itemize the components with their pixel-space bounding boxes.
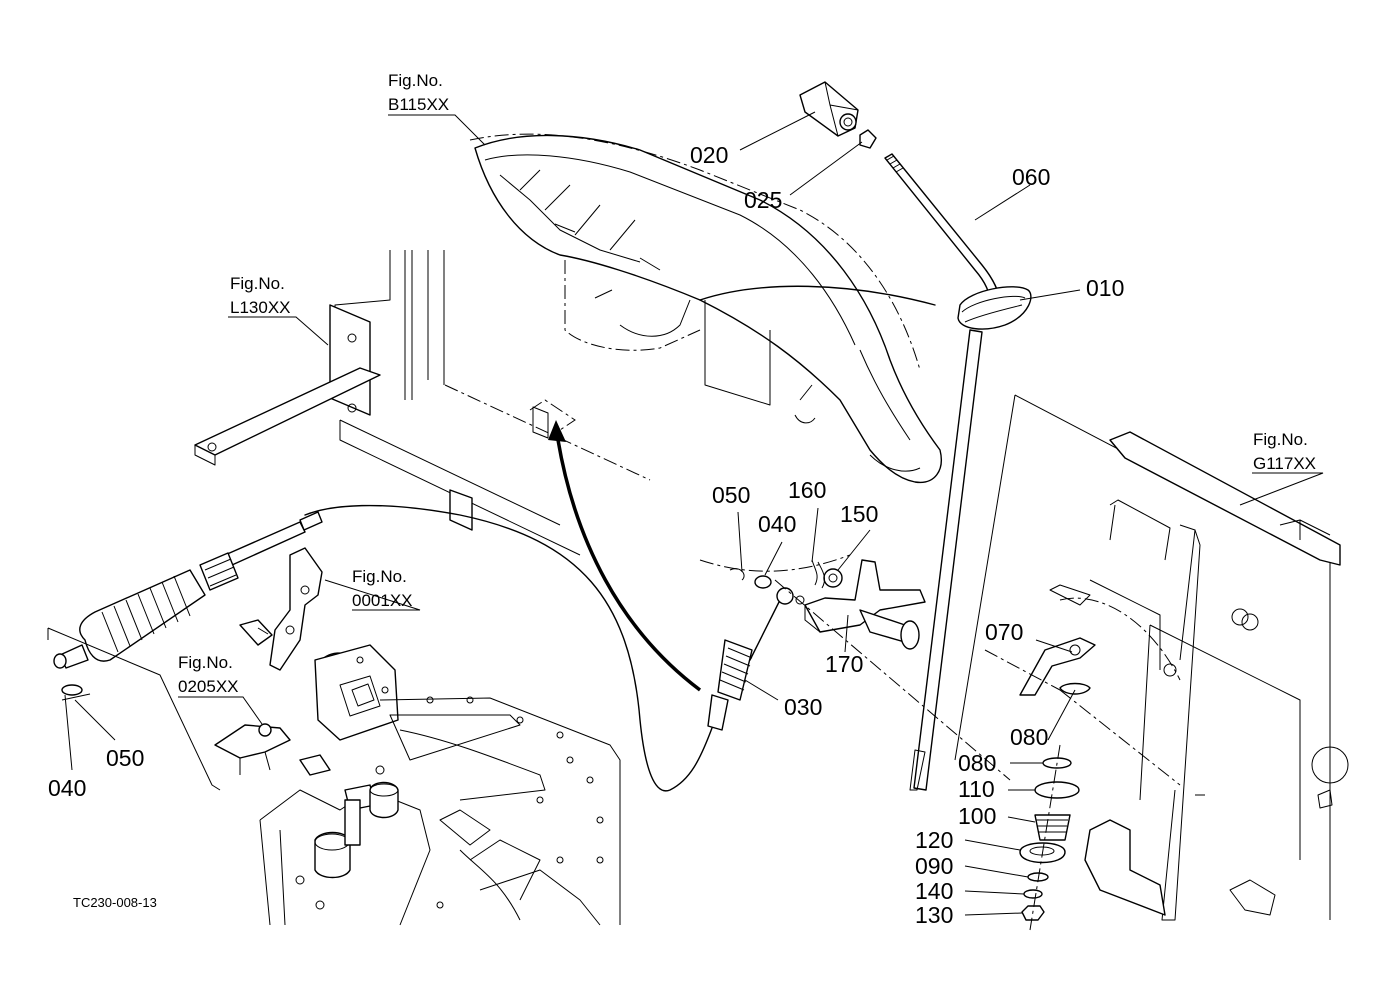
shift-lever-060 — [799, 81, 1032, 791]
part-label-150: 150 — [840, 501, 878, 527]
part-label-170: 170 — [825, 651, 863, 677]
drawing-code: TC230-008-13 — [73, 895, 157, 910]
part-label-110: 110 — [958, 776, 995, 802]
fig-ref-code: 0205XX — [178, 677, 239, 696]
part-label-040: 040 — [48, 775, 86, 801]
fig-ref-code: B115XX — [388, 95, 449, 114]
part-label-080: 080 — [1010, 724, 1048, 750]
part-label-025: 025 — [744, 187, 782, 213]
part-label-050: 050 — [712, 482, 750, 508]
fig-ref-0001xx: Fig.No. 0001XX — [352, 567, 413, 610]
control-arm-150 — [699, 554, 1011, 781]
fig-ref-g117xx: Fig.No. G117XX — [1253, 430, 1316, 473]
lever-0205 — [214, 723, 291, 775]
fig-ref-code: 0001XX — [352, 591, 413, 610]
transmission-housing — [259, 644, 621, 926]
part-label-010: 010 — [1086, 275, 1124, 301]
fig-ref-l130xx: Fig.No. L130XX — [230, 274, 291, 317]
part-label-120: 120 — [915, 827, 953, 853]
part-label-100: 100 — [958, 803, 996, 829]
part-label-020: 020 — [690, 142, 728, 168]
part-number-labels: 020 025 060 010 050 040 160 150 170 030 … — [48, 142, 1124, 928]
washer-stack — [1019, 744, 1080, 931]
fig-ref-label: Fig.No. — [352, 567, 407, 586]
frame-g117 — [954, 394, 1349, 921]
fig-ref-label: Fig.No. — [1253, 430, 1308, 449]
part-label-070: 070 — [985, 619, 1023, 645]
lever-plate-070 — [984, 637, 1181, 786]
part-label-030: 030 — [784, 694, 822, 720]
fig-ref-code: L130XX — [230, 298, 291, 317]
fig-ref-label: Fig.No. — [230, 274, 285, 293]
part-label-140: 140 — [915, 878, 953, 904]
fig-ref-0205xx: Fig.No. 0205XX — [178, 653, 239, 696]
fig-ref-b115xx: Fig.No. B115XX — [388, 71, 449, 114]
part-label-040: 040 — [758, 511, 796, 537]
fig-ref-label: Fig.No. — [178, 653, 233, 672]
part-label-130: 130 — [915, 902, 953, 928]
fender-panel — [469, 133, 942, 484]
cable-030 — [304, 504, 794, 792]
movement-arrow — [548, 420, 702, 692]
frame-l130 — [194, 250, 651, 556]
part-label-060: 060 — [1012, 164, 1050, 190]
leader-lines — [64, 111, 1324, 916]
part-label-050: 050 — [106, 745, 144, 771]
part-label-160: 160 — [788, 477, 826, 503]
fig-ref-code: G117XX — [1253, 454, 1316, 473]
fig-ref-label: Fig.No. — [388, 71, 443, 90]
part-label-090: 090 — [915, 853, 953, 879]
left-cable-assembly — [47, 511, 323, 791]
part-label-080: 080 — [958, 750, 996, 776]
